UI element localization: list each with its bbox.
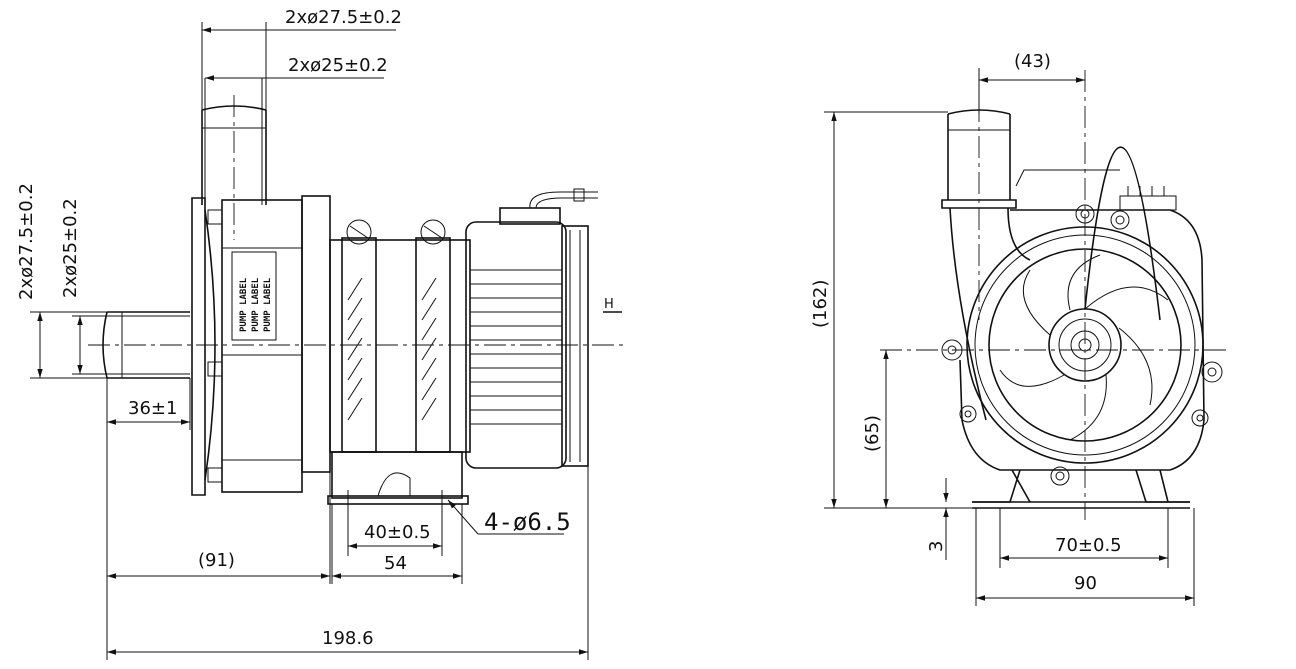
inlet-inner-dia-label: 2xø25±0.2 [60,198,81,298]
center-height-label: (65) [862,415,883,452]
pump-head-label: (91) [198,550,235,571]
dim-outlet-outer: 2xø27.5±0.2 [201,7,402,110]
svg-text:PUMP LABEL: PUMP LABEL [251,277,261,332]
mount-holes-label: 4-ø6.5 [484,508,571,536]
dim-mount-spacing: 40±0.5 [347,504,443,556]
svg-text:PUMP LABEL: PUMP LABEL [263,277,273,332]
overall-length-label: 198.6 [322,628,374,649]
dim-outlet-offset: (43) [978,51,1085,114]
front-view: (43) (162) (65) 3 70±0.5 [810,51,1230,606]
dim-center-height: (65) [862,350,889,508]
outlet-offset-label: (43) [1014,51,1051,72]
motor-fins [465,188,598,469]
dim-inlet-length: 36±1 [106,378,191,660]
foot-holes-label: 70±0.5 [1055,535,1122,556]
dim-inlet-inner: 2xø25±0.2 [60,198,122,375]
dim-mount-holes: 4-ø6.5 [447,499,571,536]
section-mark: H [603,297,622,313]
inlet-outer-dia-label: 2xø27.5±0.2 [16,183,37,300]
front-bolts [941,204,1223,486]
dim-base-thickness: 3 [926,478,949,560]
mount-spacing-label: 40±0.5 [364,522,431,543]
dim-foot-width: 90 [975,508,1195,606]
foot-width-label: 90 [1074,573,1097,594]
dim-inlet-outer: 2xø27.5±0.2 [16,183,107,379]
svg-text:PUMP LABEL: PUMP LABEL [239,277,249,332]
front-feet [972,469,1190,509]
front-housing [959,169,1205,471]
dim-outlet-inner: 2xø25±0.2 [204,55,388,128]
front-outlet-pipe [941,100,1031,421]
base-thickness-label: 3 [926,541,947,552]
dim-overall-length: 198.6 [107,466,589,660]
dim-pump-head: (91) [107,472,331,584]
section-mark-label: H [604,297,614,312]
motor-body [329,219,471,453]
mount-base-label: 54 [384,553,407,574]
mount-bracket [327,451,469,505]
pump-head: PUMP LABEL PUMP LABEL PUMP LABEL [191,195,331,496]
overall-height-label: (162) [810,280,831,328]
outlet-pipe [201,95,267,240]
outlet-inner-dia-label: 2xø25±0.2 [288,55,388,76]
dim-mount-base: 54 [331,504,463,584]
side-view: PUMP LABEL PUMP LABEL PUMP LABEL [16,7,625,660]
inlet-length-label: 36±1 [128,398,177,419]
dim-foot-holes: 70±0.5 [999,508,1169,568]
outlet-outer-dia-label: 2xø27.5±0.2 [285,7,402,28]
